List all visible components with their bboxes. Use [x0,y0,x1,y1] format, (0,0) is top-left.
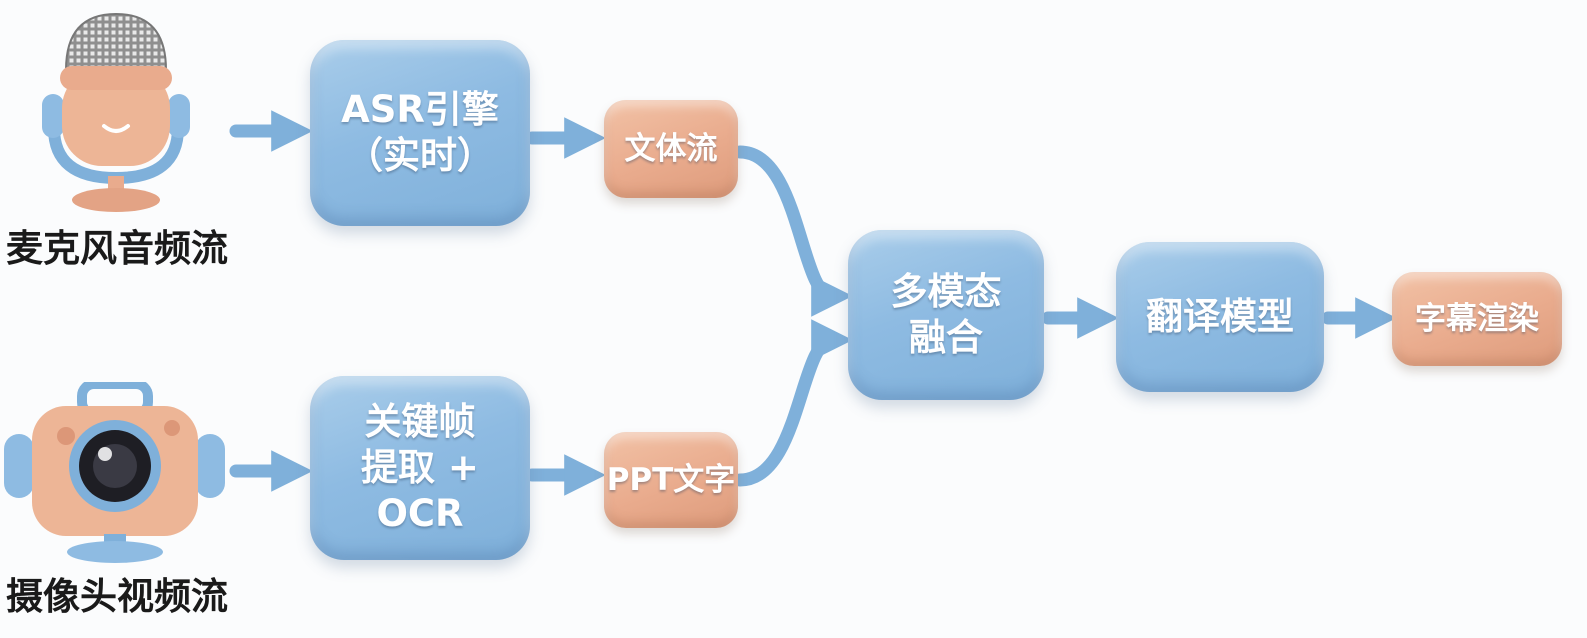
translation-model-box: 翻译模型 [1116,242,1324,392]
camera-stream-label: 摄像头视频流 [6,575,228,618]
microphone-stream-label: 麦克风音频流 [6,227,228,270]
arrow-text-stream-to-fusion [733,145,853,317]
text-stream-box: 文体流 [604,100,738,198]
keyframe-ocr-box: 关键帧 提取 + OCR [310,376,530,560]
microphone-icon [42,12,190,212]
multimodal-fusion-box: 多模态 融合 [848,230,1044,400]
arrow-ppt-text-to-fusion [733,319,853,487]
subtitle-render-box: 字幕渲染 [1392,272,1562,366]
camera-icon [4,382,225,563]
ppt-text-box: PPT文字 [604,432,738,528]
asr-engine-box: ASR引擎 （实时） [310,40,530,226]
